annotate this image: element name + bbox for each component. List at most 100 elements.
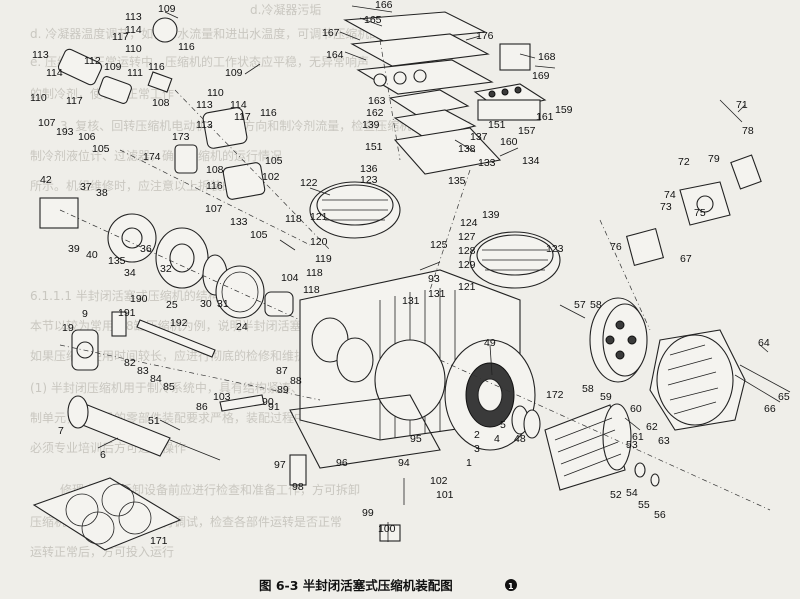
part-label: 160 xyxy=(500,136,518,148)
part-label: 108 xyxy=(152,97,170,109)
part-label: 54 xyxy=(626,487,638,499)
part-label: 110 xyxy=(207,87,224,99)
part-label: 116 xyxy=(206,180,223,192)
part-label: 151 xyxy=(365,141,383,153)
part-label: 123 xyxy=(360,174,378,186)
part-label: 5 xyxy=(500,419,506,431)
terminal-block xyxy=(473,83,547,121)
part-label: 162 xyxy=(366,107,384,119)
part-label: 84 xyxy=(150,373,162,385)
part-label: 59 xyxy=(600,391,612,403)
part-label: 51 xyxy=(148,415,160,427)
bg-line-5: 3. 复核、回转压缩机电动机的旋转方向和制冷剂流量，检查压缩机的运行状态 xyxy=(60,118,471,133)
part-label: 85 xyxy=(163,381,175,393)
part-label: 66 xyxy=(764,403,776,415)
part-label: 67 xyxy=(680,253,692,265)
part-label: 4 xyxy=(494,433,500,445)
part-label: 171 xyxy=(150,535,168,547)
crankshaft xyxy=(67,395,221,461)
screws xyxy=(719,99,791,403)
part-label: 118 xyxy=(285,213,302,225)
part-label: 133 xyxy=(478,157,496,169)
part-label: 135 xyxy=(448,175,466,187)
part-label: 111 xyxy=(127,67,143,79)
part-label: 90 xyxy=(262,396,274,408)
part-label: 60 xyxy=(630,403,642,415)
part-label: 109 xyxy=(225,67,243,79)
caption-text: 图 6-3 半封闭活塞式压缩机装配图 xyxy=(259,578,453,593)
part-label: 133 xyxy=(230,216,248,228)
part-label: 169 xyxy=(532,70,550,82)
part-label: 86 xyxy=(196,401,208,413)
bg-line-2: d. 冷凝器温度调节，如调节水流量和进出水温度，可调节压缩机的工作压力 xyxy=(30,26,429,41)
part-label: 114 xyxy=(125,24,142,36)
washers xyxy=(511,405,660,487)
part-label: 118 xyxy=(303,284,320,296)
part-label: 73 xyxy=(660,201,672,213)
part-label: 121 xyxy=(458,281,476,293)
part-label: 102 xyxy=(430,475,448,487)
bg-line-7: 所示。机组维修时，应注意以上拆装的顺序 xyxy=(30,178,258,193)
part-label: 127 xyxy=(458,231,476,243)
part-label: 61 xyxy=(632,431,644,443)
part-label: 30 xyxy=(200,298,212,310)
part-label: 193 xyxy=(56,126,74,138)
part-label: 99 xyxy=(362,507,374,519)
valve-plate xyxy=(393,127,502,175)
part-label: 83 xyxy=(137,365,149,377)
part-label: 31 xyxy=(217,298,229,310)
part-label: 7 xyxy=(58,425,64,437)
fittings-cluster xyxy=(57,17,266,200)
part-label: 100 xyxy=(378,523,396,535)
part-label: 57 xyxy=(574,299,586,311)
part-label: 172 xyxy=(546,389,564,401)
part-label: 79 xyxy=(708,153,720,165)
part-label: 55 xyxy=(638,499,650,511)
part-label: 106 xyxy=(78,131,96,143)
part-label: 64 xyxy=(758,337,770,349)
bg-line-10: 如果压缩机使用时间较长，应进行彻底的检修和维护 xyxy=(30,348,306,363)
part-label: 71 xyxy=(736,99,748,111)
part-label: 131 xyxy=(402,295,420,307)
gasket xyxy=(32,477,182,551)
part-label: 102 xyxy=(262,171,280,183)
part-label: 139 xyxy=(362,119,380,131)
part-label: 62 xyxy=(646,421,658,433)
parts-art xyxy=(32,11,791,551)
part-label: 114 xyxy=(46,67,63,79)
part-label: 135 xyxy=(108,255,126,267)
part-label: 191 xyxy=(118,307,136,319)
bg-line-16: 运转正常后，方可投入运行 xyxy=(30,544,174,559)
part-label: 167 xyxy=(322,27,340,39)
part-label: 58 xyxy=(590,299,602,311)
part-label: 117 xyxy=(112,31,129,43)
part-label: 36 xyxy=(140,243,152,255)
part-label: 63 xyxy=(658,435,670,447)
part-label: 136 xyxy=(360,163,378,175)
bg-line-1: d.冷凝器污垢 xyxy=(250,2,321,17)
part-label: 19 xyxy=(62,322,74,334)
part-label: 101 xyxy=(436,489,454,501)
bg-line-8: 6.1.1.1 半封闭活塞式压缩机的结构组成 xyxy=(30,288,244,303)
part-label: 113 xyxy=(196,119,213,131)
baseplate xyxy=(289,394,441,469)
part-label: 48 xyxy=(514,433,526,445)
part-label: 109 xyxy=(104,61,122,73)
part-label: 113 xyxy=(32,49,49,61)
part-label: 87 xyxy=(276,365,288,377)
part-labels: 166 165 167 164 163 162 139 151 136 176 … xyxy=(30,0,790,547)
part-label: 121 xyxy=(310,211,328,223)
part-label: 192 xyxy=(170,317,188,329)
part-label: 151 xyxy=(488,119,506,131)
part-label: 107 xyxy=(205,203,223,215)
part-label: 93 xyxy=(428,273,440,285)
pipes xyxy=(136,319,401,542)
part-label: 112 xyxy=(84,55,101,67)
part-label: 42 xyxy=(40,174,52,186)
part-label: 117 xyxy=(66,95,83,107)
part-label: 37 xyxy=(80,181,92,193)
part-label: 65 xyxy=(778,391,790,403)
part-label: 165 xyxy=(364,14,382,26)
